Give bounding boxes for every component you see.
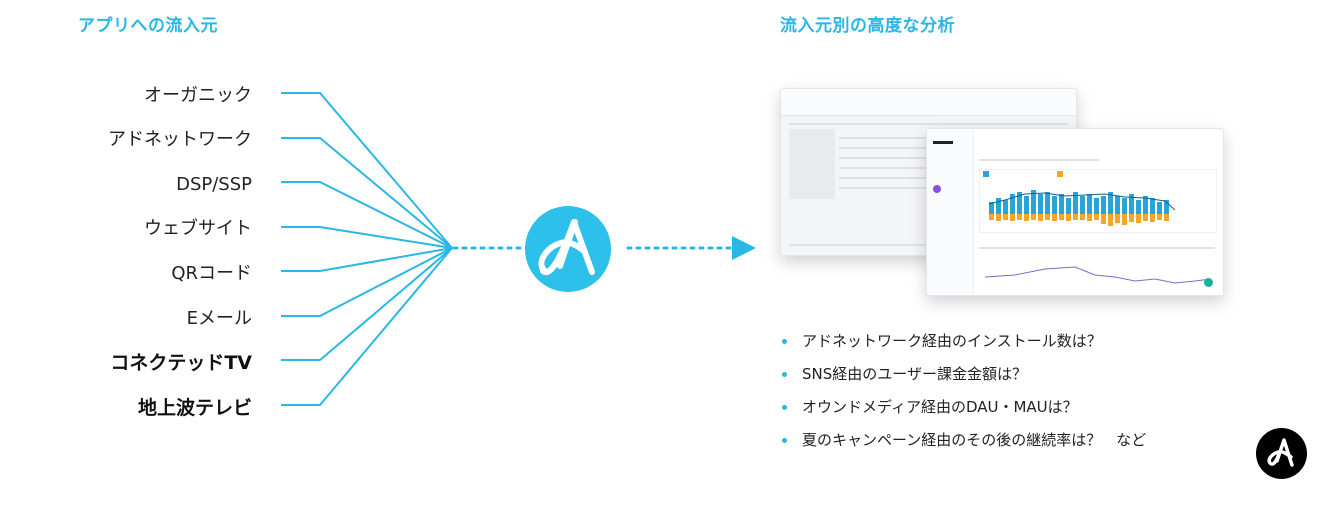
connector-line: [281, 247, 453, 406]
source-label-website: ウェブサイト: [144, 218, 252, 239]
question-text: 夏のキャンペーン経由のその後の継続率は？ など: [802, 431, 1147, 449]
bullet-icon: [782, 339, 787, 344]
question-text: SNS経由のユーザー課金金額は？: [802, 365, 1027, 383]
connector-line: [281, 226, 453, 249]
list-item: アドネットワーク経由のインストール数は？: [780, 330, 1146, 363]
source-label-qr-code: QRコード: [171, 263, 252, 284]
source-label-connected-tv: コネクテッドTV: [110, 352, 252, 374]
connector-line: [281, 137, 453, 249]
connector-lines: [281, 92, 453, 406]
list-item: SNS経由のユーザー課金金額は？: [780, 363, 1146, 396]
adjust-logo-icon: [525, 206, 611, 292]
bullet-icon: [782, 405, 787, 410]
source-label-email: Eメール: [186, 308, 252, 329]
connector-line: [281, 247, 453, 272]
source-label-dsp-ssp: DSP/SSP: [176, 174, 252, 195]
dashboard-screenshot-chart: [926, 128, 1224, 296]
list-item: 夏のキャンペーン経由のその後の継続率は？ など: [780, 429, 1146, 462]
bullet-icon: [782, 372, 787, 377]
question-text: アドネットワーク経由のインストール数は？: [802, 332, 1102, 350]
list-item: オウンドメディア経由のDAU・MAUは？: [780, 396, 1146, 429]
chart-thumbnail: [988, 190, 1176, 226]
connector-line: [281, 181, 453, 249]
question-list: アドネットワーク経由のインストール数は？ SNS経由のユーザー課金金額は？ オウ…: [780, 330, 1146, 462]
connector-line: [281, 247, 453, 361]
source-label-ad-network: アドネットワーク: [108, 129, 252, 150]
arrow-right-icon: [732, 236, 756, 260]
question-text: オウンドメディア経由のDAU・MAUは？: [802, 398, 1078, 416]
source-label-terrestrial-tv: 地上波テレビ: [137, 397, 252, 419]
connector-line: [281, 247, 453, 317]
right-heading: 流入元別の高度な分析: [780, 16, 955, 36]
bullet-icon: [782, 438, 787, 443]
left-heading: アプリへの流入元: [78, 16, 218, 36]
adjust-logo-icon: [1256, 428, 1307, 479]
source-label-organic: オーガニック: [144, 85, 252, 106]
connector-line: [281, 92, 453, 249]
line-chart-thumbnail: [985, 266, 1211, 284]
